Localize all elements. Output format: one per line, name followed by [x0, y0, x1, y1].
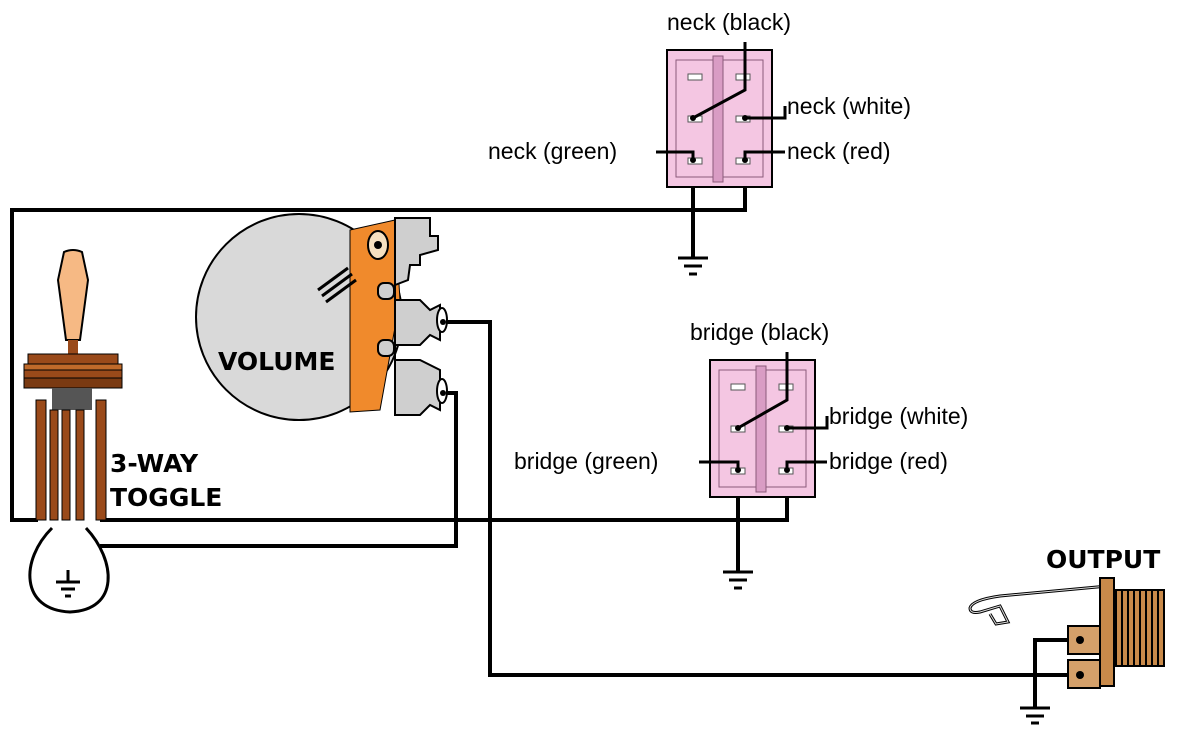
wire-neck-to-toggle	[10, 160, 747, 522]
ground-icon-toggle	[56, 570, 80, 598]
ground-icon-neck	[678, 256, 708, 276]
bridge-green-lead	[699, 460, 740, 470]
neck-green-lead	[656, 150, 695, 160]
label-bridge-green: bridge (green)	[514, 448, 658, 474]
bridge-pickup	[699, 352, 829, 498]
label-bridge-red: bridge (red)	[829, 448, 948, 474]
volume-label: VOLUME	[218, 347, 335, 376]
label-bridge-black: bridge (black)	[690, 319, 829, 345]
wire-jack-tip	[1033, 638, 1078, 708]
toggle-ground-loop	[28, 526, 110, 614]
wire-volume-output	[443, 320, 1040, 677]
label-neck-red: neck (red)	[787, 138, 891, 164]
bridge-black-lead	[737, 352, 789, 430]
toggle-switch: 3-WAY TOGGLE	[23, 249, 222, 614]
label-neck-white: neck (white)	[787, 93, 911, 119]
label-neck-green: neck (green)	[488, 138, 617, 164]
ground-icon-output	[1020, 706, 1050, 725]
toggle-tip	[56, 249, 90, 341]
toggle-label-line2: TOGGLE	[110, 483, 222, 512]
label-neck-black: neck (black)	[667, 9, 791, 35]
wire-volume-input	[100, 391, 458, 548]
wires	[10, 160, 1078, 708]
neck-black-lead	[692, 42, 747, 120]
neck-white-lead	[745, 106, 787, 120]
label-bridge-white: bridge (white)	[829, 403, 968, 429]
bridge-red-lead	[785, 460, 827, 470]
bridge-white-lead	[787, 416, 829, 430]
neck-pickup	[656, 42, 787, 188]
volume-pot: VOLUME	[195, 213, 448, 421]
ground-icon-bridge	[723, 570, 753, 590]
output-label: OUTPUT	[1046, 545, 1160, 574]
output-jack: OUTPUT	[968, 545, 1165, 689]
toggle-label-line1: 3-WAY	[110, 449, 199, 478]
neck-red-lead	[743, 150, 785, 160]
